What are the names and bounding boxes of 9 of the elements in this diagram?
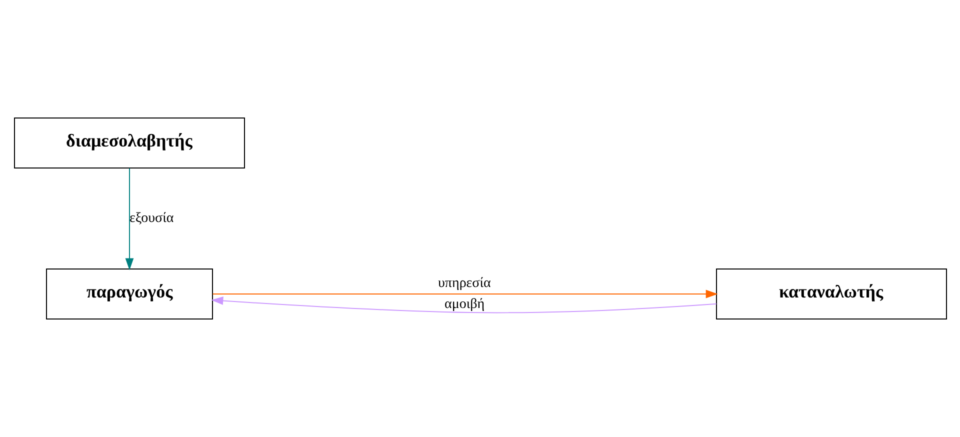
node-box: καταναλωτής (716, 268, 946, 320)
edge-label: υπηρεσία (438, 276, 490, 292)
node-box: παραγωγός (46, 268, 212, 320)
edge-label: εξουσία (129, 211, 174, 226)
node-box: διαμεσολαβητής (14, 118, 244, 168)
edge-label: αμοιβή (444, 297, 484, 312)
arrow (210, 296, 716, 314)
arrow (212, 290, 718, 298)
arrow (124, 168, 134, 270)
